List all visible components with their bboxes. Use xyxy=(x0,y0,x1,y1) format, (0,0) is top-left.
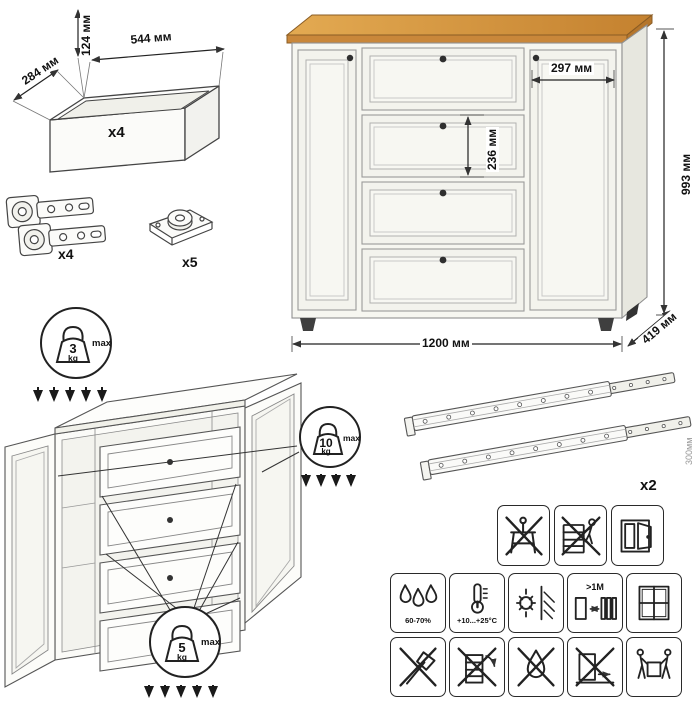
load-limit-unit: kg xyxy=(68,353,78,363)
no-tilt-icon xyxy=(449,637,505,697)
no-impact-icon xyxy=(390,637,446,697)
load-arrows-top xyxy=(33,387,107,402)
hinge-icon xyxy=(5,194,95,229)
foot xyxy=(598,318,614,331)
no-drag-icon xyxy=(567,637,623,697)
slides-drawing xyxy=(403,372,692,481)
load-limit-doors-badge: 10 kg max xyxy=(297,404,363,470)
dim-label-drawer-height: 236 мм xyxy=(485,126,500,172)
open-commode-diagram: 3 kg max 10 kg max xyxy=(0,300,380,700)
drawer-slide xyxy=(403,372,676,437)
load-limit-value: 3 xyxy=(69,341,77,356)
open-commode-drawing xyxy=(4,373,302,688)
load-limit-unit: kg xyxy=(321,447,331,456)
care-icons-row-bottom xyxy=(390,637,682,697)
humidity-icon: 60-70% xyxy=(390,573,446,633)
slides-diagram: x2 300мм xyxy=(394,352,694,502)
care-icons-row-mid: 60-70% +10...+25°C >1M xyxy=(390,573,682,633)
dim-label-commode-height: 993 мм xyxy=(679,151,694,197)
pointer-lines xyxy=(57,445,300,616)
load-limit-max: max xyxy=(201,637,221,648)
slides-count: x2 xyxy=(640,477,657,494)
hardware-diagram: x4 x5 xyxy=(0,188,245,298)
carry-together-icon xyxy=(626,637,682,697)
care-icons-row-top xyxy=(497,505,664,566)
weight-icon xyxy=(149,606,221,678)
drawer-slide xyxy=(419,416,692,481)
hardware-drawing xyxy=(5,194,214,257)
plates-count: x5 xyxy=(182,254,198,270)
door-knob xyxy=(532,54,540,62)
dim-label-commode-width: 1200 мм xyxy=(420,336,472,351)
load-limit-drawers-badge: 5 kg max xyxy=(147,604,223,680)
load-limit-value: 10 xyxy=(319,436,333,450)
load-limit-max: max xyxy=(343,433,361,443)
avoid-sunlight-icon xyxy=(508,573,564,633)
open-left-door xyxy=(4,433,56,688)
commode-front-diagram: 297 мм 236 мм 993 мм 1200 мм 419 мм xyxy=(270,0,694,360)
commode-top xyxy=(285,14,654,36)
hinges-count: x4 xyxy=(58,246,74,262)
right-door xyxy=(529,49,617,311)
window-sash-icon xyxy=(611,505,664,566)
open-right-door xyxy=(244,382,302,625)
heat-distance-icon: >1M xyxy=(567,573,623,633)
drawer-box-diagram: 124 мм 544 мм 284 мм x4 xyxy=(0,0,245,186)
hinge-icon xyxy=(17,222,107,257)
temperature-icon: +10...+25°C xyxy=(449,573,505,633)
no-standing-icon xyxy=(497,505,550,566)
slides-length-note: 300мм xyxy=(684,437,694,465)
left-door xyxy=(297,49,357,311)
foot xyxy=(300,318,316,331)
drawer-box-count: x4 xyxy=(108,124,125,141)
no-moisture-icon xyxy=(508,637,564,697)
ventilation-window-icon xyxy=(626,573,682,633)
load-arrows-drawers xyxy=(144,685,218,698)
load-limit-max: max xyxy=(92,338,112,349)
load-arrows-doors xyxy=(301,474,356,487)
mounting-plate-icon xyxy=(148,209,214,246)
load-limit-value: 5 xyxy=(178,640,186,655)
heat-distance-label: >1M xyxy=(586,582,604,593)
dim-label-drawer-box-height: 124 мм xyxy=(79,12,94,58)
no-climbing-icon xyxy=(554,505,607,566)
dim-label-door-width: 297 мм xyxy=(549,61,595,76)
weight-icon xyxy=(40,307,112,379)
humidity-range-label: 60-70% xyxy=(405,616,431,625)
temperature-range-label: +10...+25°C xyxy=(456,616,498,625)
drawer-box-drawing xyxy=(12,9,225,173)
load-limit-top-badge: 3 kg max xyxy=(38,305,114,381)
door-knob xyxy=(346,54,354,62)
weight-icon xyxy=(299,406,361,468)
load-limit-unit: kg xyxy=(177,652,187,662)
